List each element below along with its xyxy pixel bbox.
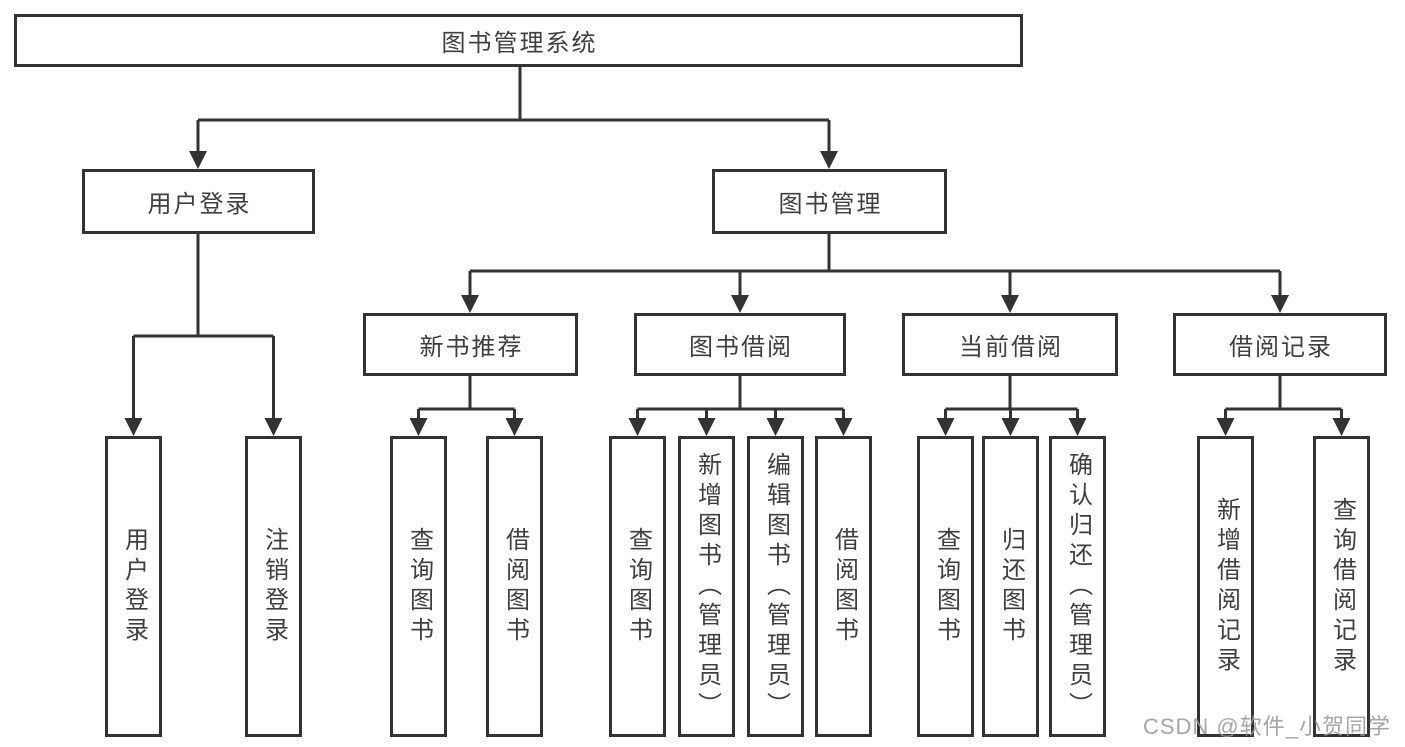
node-label: 查询图书 <box>624 526 652 647</box>
leaf-logout: 注销登录 <box>245 436 302 737</box>
arrowhead-icons <box>124 151 1351 436</box>
node-label: 当前借阅 <box>959 334 1063 361</box>
node-label: 确认归还（管理员） <box>1064 451 1092 722</box>
node-label: 图书管理 <box>778 191 883 218</box>
leaf-edit-books-admin: 编辑图书（管理员） <box>747 436 804 737</box>
arrow-down-icon <box>936 418 955 436</box>
leaf-query-books-borrow: 查询图书 <box>609 436 666 737</box>
node-book-management: 图书管理 <box>712 169 947 234</box>
node-label: 查询借阅记录 <box>1328 496 1356 677</box>
node-label: 图书借阅 <box>689 334 793 361</box>
node-label: 图书管理系统 <box>441 30 598 57</box>
node-user-login: 用户登录 <box>82 169 315 234</box>
node-label: 归还图书 <box>997 526 1025 647</box>
arrow-down-icon <box>124 418 143 436</box>
arrow-down-icon <box>461 295 479 313</box>
leaf-user-login: 用户登录 <box>105 436 162 737</box>
arrow-down-icon <box>409 418 428 436</box>
node-label: 借阅图书 <box>501 526 529 647</box>
leaf-return-books: 归还图书 <box>982 436 1039 737</box>
node-label: 编辑图书（管理员） <box>762 451 790 722</box>
arrow-down-icon <box>1001 295 1019 313</box>
arrow-down-icon <box>697 418 716 436</box>
arrow-down-icon <box>1271 295 1289 313</box>
arrow-down-icon <box>628 418 647 436</box>
leaf-add-borrow-record: 新增借阅记录 <box>1197 436 1254 737</box>
node-label: 查询图书 <box>405 526 433 647</box>
node-current-borrowing: 当前借阅 <box>902 313 1118 376</box>
node-label: 借阅图书 <box>830 526 858 647</box>
arrow-down-icon <box>820 151 838 169</box>
arrow-down-icon <box>1216 418 1235 436</box>
arrow-down-icon <box>766 418 785 436</box>
node-label: 查询图书 <box>932 526 960 647</box>
node-label: 借阅记录 <box>1229 334 1333 361</box>
node-label: 新增图书（管理员） <box>693 451 721 722</box>
leaf-query-borrow-record: 查询借阅记录 <box>1313 436 1370 737</box>
arrow-down-icon <box>1001 418 1020 436</box>
leaf-confirm-return-admin: 确认归还（管理员） <box>1049 436 1106 737</box>
arrow-down-icon <box>264 418 283 436</box>
node-label: 注销登录 <box>260 526 288 647</box>
node-new-book-recommendation: 新书推荐 <box>363 313 578 376</box>
arrow-down-icon <box>189 151 207 169</box>
arrow-down-icon <box>1068 418 1087 436</box>
leaf-query-books-current: 查询图书 <box>917 436 974 737</box>
arrow-down-icon <box>1332 418 1351 436</box>
leaf-query-books-recommend: 查询图书 <box>390 436 447 737</box>
leaf-borrow-books-recommend: 借阅图书 <box>486 436 543 737</box>
arrow-down-icon <box>834 418 853 436</box>
node-library-management-system: 图书管理系统 <box>14 14 1023 67</box>
csdn-watermark: CSDN @软件_小贺同学 <box>1142 714 1391 739</box>
node-borrowing-records: 借阅记录 <box>1173 313 1387 376</box>
leaf-add-books-admin: 新增图书（管理员） <box>678 436 735 737</box>
arrow-down-icon <box>731 295 749 313</box>
arrow-down-icon <box>505 418 524 436</box>
leaf-borrow-books: 借阅图书 <box>815 436 872 737</box>
node-label: 新增借阅记录 <box>1212 496 1240 677</box>
node-book-borrowing: 图书借阅 <box>634 313 846 376</box>
connector-paths <box>132 67 1343 420</box>
node-label: 用户登录 <box>120 526 148 647</box>
node-label: 新书推荐 <box>419 334 524 361</box>
node-label: 用户登录 <box>147 191 252 218</box>
